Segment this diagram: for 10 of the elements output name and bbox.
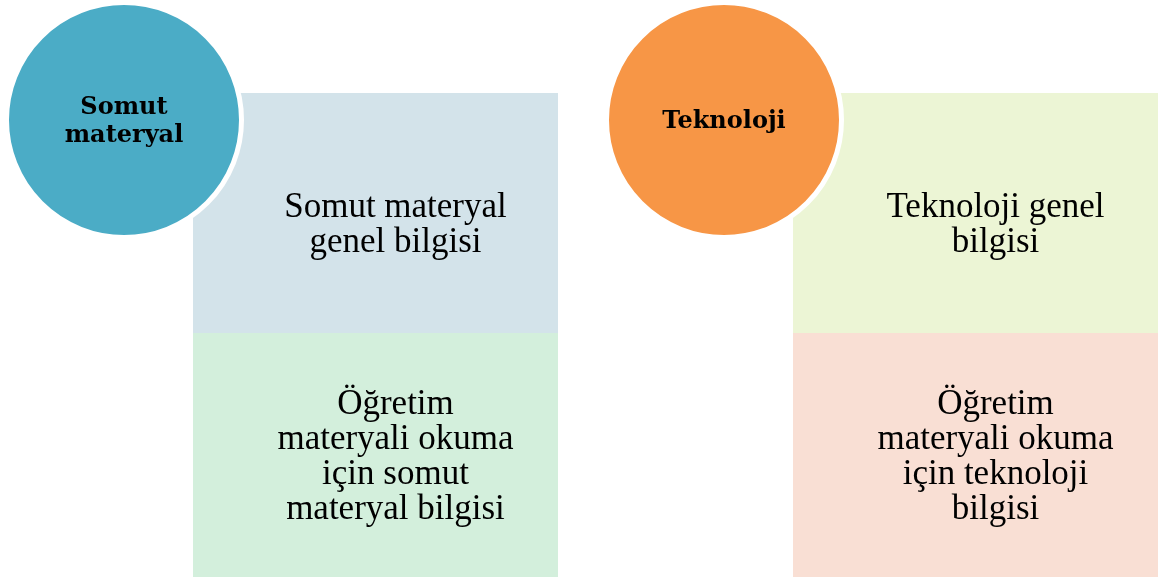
panel-text: Somut materyal genel bilgisi	[283, 188, 508, 258]
panel-text: Öğretim materyali okuma için teknoloji bilgisi	[876, 385, 1115, 525]
content-panel	[793, 93, 1158, 333]
topic-title: Teknoloji	[662, 106, 786, 134]
topic-title: Somut materyal	[63, 92, 185, 148]
content-panel	[793, 333, 1158, 577]
panel-text: Öğretim materyali okuma için somut materyal bilgisi	[276, 385, 515, 525]
panel-text: Teknoloji genel bilgisi	[885, 188, 1106, 258]
content-panel	[193, 333, 558, 577]
content-panel	[193, 93, 558, 333]
